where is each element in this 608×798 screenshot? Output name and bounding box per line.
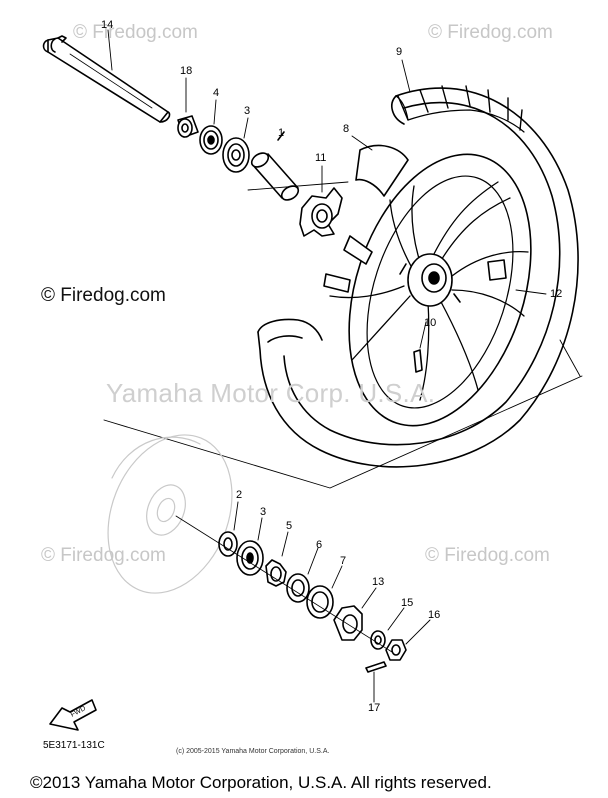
gear-part-5: [265, 531, 289, 587]
callout-2: 2: [236, 489, 243, 501]
watermark-lower-right: © Firedog.com: [425, 545, 550, 566]
oil-seal-part-lower-2: [218, 501, 239, 557]
callout-7: 7: [340, 555, 347, 567]
callout-12: 12: [550, 288, 563, 300]
watermark-lower-left: © Firedog.com: [41, 545, 166, 566]
small-copyright: (c) 2005-2015 Yamaha Motor Corporation, …: [176, 748, 330, 755]
ring-part-6: [286, 547, 319, 603]
callout-17: 17: [368, 702, 381, 714]
watermark-center: Yamaha Motor Corp. U.S.A.: [106, 378, 436, 408]
collar-part: [177, 77, 199, 138]
callout-10: 10: [424, 317, 437, 329]
tube-part: [355, 144, 409, 197]
callout-14: 14: [101, 19, 114, 31]
callout-3-lower: 3: [260, 506, 267, 518]
bearing-part-lower-3: [236, 517, 264, 576]
hub-flange-part: [299, 165, 343, 237]
callout-8: 8: [343, 123, 350, 135]
cotter-pin-part-17: [365, 661, 387, 703]
callout-11: 11: [315, 152, 327, 164]
seal-part-7: [306, 565, 343, 619]
callout-5: 5: [286, 520, 293, 532]
bearing-part-upper: [199, 99, 223, 155]
callout-13: 13: [372, 576, 385, 588]
watermark-top-right: © Firedog.com: [428, 22, 553, 43]
nut-part-16: [385, 619, 431, 661]
watermark-mid-left: © Firedog.com: [41, 285, 166, 306]
callout-3-upper: 3: [244, 105, 251, 117]
washer-part-15: [370, 607, 405, 650]
diagram-code: 5E3171-131C: [43, 740, 105, 751]
watermark-top-left: © Firedog.com: [73, 22, 198, 43]
front-wheel-part: [257, 85, 579, 468]
forward-arrow-icon: [49, 699, 97, 731]
oil-seal-part-upper: [222, 117, 250, 173]
callout-16: 16: [428, 609, 441, 621]
footer-copyright: ©2013 Yamaha Motor Corporation, U.S.A. A…: [30, 773, 492, 792]
callout-1: 1: [278, 127, 285, 139]
brake-disc-part: [107, 434, 233, 594]
callout-18: 18: [180, 65, 193, 77]
callout-4: 4: [213, 87, 220, 99]
spacer-part: [250, 131, 300, 201]
callout-15: 15: [401, 597, 414, 609]
front-axle-part: [42, 29, 171, 123]
callout-9: 9: [396, 46, 403, 58]
gear-part-13: [333, 587, 377, 641]
callout-6: 6: [316, 539, 323, 551]
